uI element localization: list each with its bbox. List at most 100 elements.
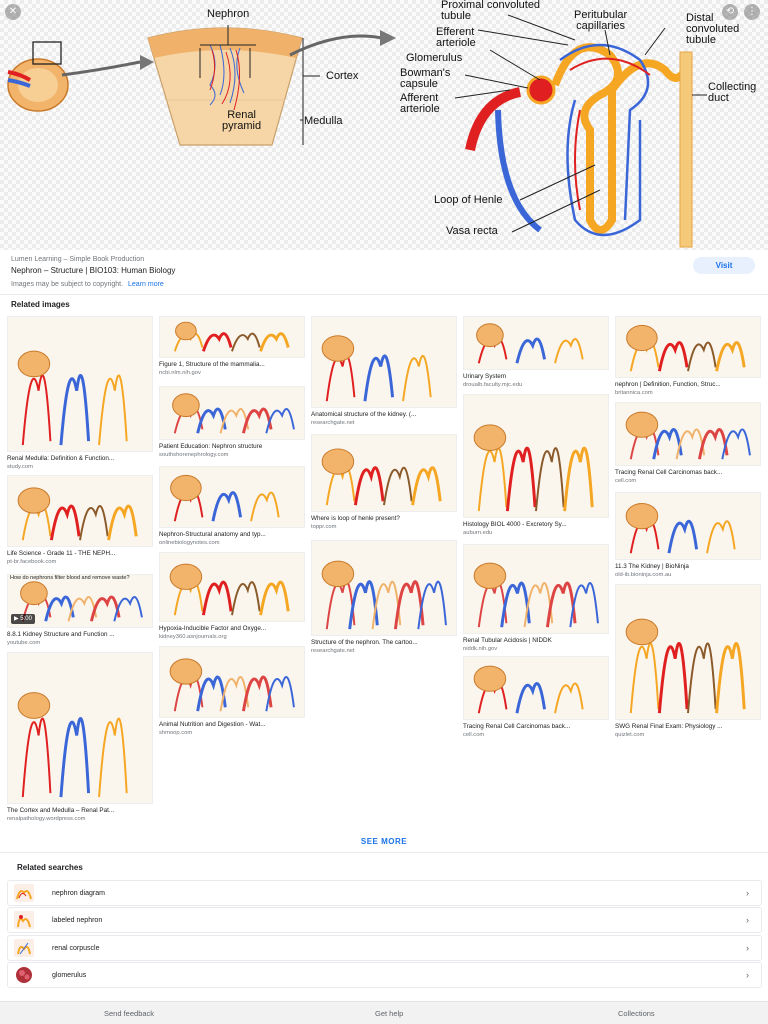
related-image-domain: toppr.com — [311, 524, 337, 530]
related-search-item[interactable]: labeled nephron › — [7, 907, 762, 933]
related-image-domain: shmoop.com — [159, 730, 193, 736]
thumbnail-illustration — [625, 618, 746, 714]
related-image-caption: Urinary System — [463, 373, 507, 380]
related-image-domain: pt-br.facebook.com — [7, 559, 57, 565]
nephron-detail — [465, 43, 693, 248]
thumbnail-illustration — [169, 658, 295, 712]
related-image-caption: Tracing Renal Cell Carcinomas back... — [463, 723, 571, 730]
related-image-caption: Patient Education: Nephron structure — [159, 443, 263, 450]
thumbnail-illustration — [473, 562, 599, 628]
related-image-card[interactable]: Anatomical structure of the kidney. (...… — [311, 316, 457, 430]
thumbnail-illustration — [626, 324, 746, 372]
related-image-thumbnail — [463, 656, 609, 720]
thumbnail-illustration — [170, 474, 280, 522]
related-image-domain: onlinebiologynotes.com — [159, 540, 220, 546]
related-images-heading: Related images — [11, 300, 70, 309]
main-image: Nephron Cortex Renal pyramid Medulla Pro… — [0, 0, 768, 250]
more-icon[interactable]: ⋮ — [744, 4, 760, 20]
related-image-thumbnail — [7, 316, 153, 452]
label-glomerulus: Glomerulus — [406, 52, 463, 64]
label-medulla: Medulla — [304, 115, 343, 127]
related-search-label: nephron diagram — [52, 890, 105, 897]
thumbnail-illustration — [321, 448, 442, 506]
related-image-caption: Animal Nutrition and Digestion - Wat... — [159, 721, 266, 728]
search-thumbnail — [14, 966, 34, 984]
related-image-card[interactable]: Nephron-Structural anatomy and typ... onl… — [159, 466, 305, 550]
related-image-thumbnail — [311, 540, 457, 636]
related-image-card[interactable]: The Cortex and Medulla – Renal Pat...ren… — [7, 652, 153, 826]
related-image-caption: Hypoxia-Inducible Factor and Oxyge... — [159, 625, 267, 632]
related-search-item[interactable]: glomerulus › — [7, 962, 762, 988]
source-site: Lumen Learning – Simple Book Production — [11, 256, 145, 263]
learn-more-link[interactable]: Learn more — [128, 281, 164, 288]
related-image-caption: SWG Renal Final Exam: Physiology ... — [615, 723, 723, 730]
thumbnail-illustration — [625, 411, 751, 460]
related-image-caption: Structure of the nephron. The cartoo... — [311, 639, 418, 646]
thumbnail-illustration — [321, 560, 447, 630]
related-image-card[interactable]: Where is loop of henle present?toppr.com — [311, 434, 457, 534]
visit-button[interactable]: Visit — [693, 257, 755, 274]
search-thumbnail — [14, 884, 34, 902]
related-image-caption: Life Science - Grade 11 - THE NEPH... — [7, 550, 116, 557]
related-image-card[interactable]: Animal Nutrition and Digestion - Wat... s… — [159, 646, 305, 740]
label-efferent: Efferent arteriole — [436, 26, 476, 49]
related-image-card[interactable]: SWG Renal Final Exam: Physiology ...quiz… — [615, 584, 761, 742]
related-image-thumbnail — [463, 316, 609, 370]
chevron-right-icon: › — [746, 915, 749, 925]
related-image-card[interactable]: Life Science - Grade 11 - THE NEPH... pt-… — [7, 475, 153, 569]
related-image-domain: researchgate.net — [311, 420, 355, 426]
related-image-card[interactable]: Histology BIOL 4000 - Excretory Sy...aub… — [463, 394, 609, 540]
related-image-card[interactable]: How do nephrons filter blood and remove … — [7, 574, 153, 650]
related-image-caption: Histology BIOL 4000 - Excretory Sy... — [463, 521, 567, 528]
share-icon[interactable]: ⟲ — [722, 4, 738, 20]
related-image-thumbnail — [615, 402, 761, 466]
related-image-caption: The Cortex and Medulla – Renal Pat... — [7, 807, 115, 814]
collections-link[interactable]: Collections — [618, 1009, 655, 1018]
related-image-thumbnail — [159, 386, 305, 440]
related-image-thumbnail — [7, 652, 153, 804]
thumbnail-illustration — [625, 502, 736, 554]
related-image-thumbnail — [615, 316, 761, 378]
related-image-caption: 11.3 The Kidney | BioNinja — [615, 563, 689, 570]
close-icon[interactable]: ✕ — [5, 4, 21, 20]
related-image-card[interactable]: Figure 1, Structure of the mammalia...nc… — [159, 316, 305, 380]
label-nephron: Nephron — [207, 8, 250, 20]
label-peritubular: Peritubular capillaries — [574, 9, 628, 32]
related-image-domain: researchgate.net — [311, 648, 355, 654]
get-help-link[interactable]: Get help — [375, 1009, 404, 1018]
related-image-card[interactable]: Tracing Renal Cell Carcinomas back...cel… — [615, 402, 761, 488]
thumbnail-illustration — [473, 424, 594, 512]
see-more-button[interactable]: SEE MORE — [360, 837, 408, 846]
related-image-card[interactable]: Structure of the nephron. The cartoo... r… — [311, 540, 457, 658]
send-feedback-link[interactable]: Send feedback — [104, 1009, 155, 1018]
related-image-domain: britannica.com — [615, 390, 653, 396]
related-image-caption: Nephron-Structural anatomy and typ... — [159, 531, 266, 538]
related-image-thumbnail — [159, 466, 305, 528]
chevron-right-icon: › — [746, 970, 749, 980]
related-image-thumbnail — [615, 584, 761, 720]
related-image-card[interactable]: Hypoxia-Inducible Factor and Oxyge... kid… — [159, 552, 305, 644]
related-image-domain: cell.com — [463, 732, 485, 738]
related-search-item[interactable]: nephron diagram › — [7, 880, 762, 906]
related-image-card[interactable]: nephron | Definition, Function, Struc...… — [615, 316, 761, 400]
thumbnail-illustration — [17, 692, 128, 798]
chevron-right-icon: › — [746, 888, 749, 898]
related-image-thumbnail — [311, 434, 457, 512]
label-loop-henle: Loop of Henle — [434, 194, 503, 206]
thumbnail-illustration — [172, 393, 295, 434]
related-image-card[interactable]: Renal Medulla: Definition & Function...s… — [7, 316, 153, 474]
result-title[interactable]: Nephron – Structure | BIO103: Human Biol… — [11, 266, 176, 275]
related-image-card[interactable]: Tracing Renal Cell Carcinomas back... cel… — [463, 656, 609, 742]
related-search-item[interactable]: renal corpuscle › — [7, 935, 762, 961]
label-afferent: Afferent arteriole — [400, 92, 440, 115]
search-thumbnail — [14, 939, 34, 957]
search-thumbnail — [14, 911, 34, 929]
related-image-domain: kidney360.asnjournals.org — [159, 634, 227, 640]
divider — [0, 852, 768, 853]
chevron-right-icon: › — [746, 943, 749, 953]
related-image-domain: ncbi.nlm.nih.gov — [159, 370, 201, 376]
